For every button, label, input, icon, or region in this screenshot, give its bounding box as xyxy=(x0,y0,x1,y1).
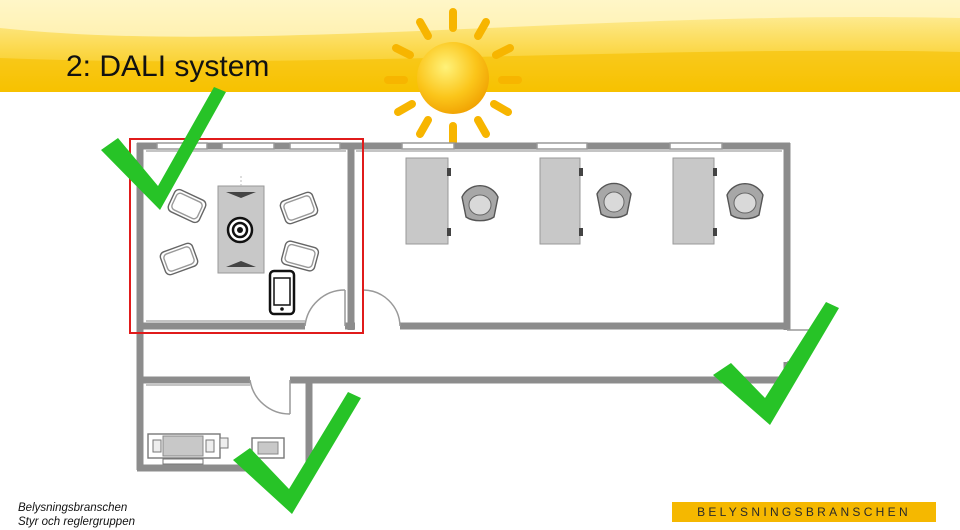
door-icon xyxy=(249,289,819,415)
slide-title: 2: DALI system xyxy=(66,50,270,83)
phone-icon xyxy=(268,269,296,316)
chair-icon xyxy=(159,188,320,276)
footer-org-line2: Styr och reglergruppen xyxy=(18,516,135,528)
small-room-furniture xyxy=(147,433,285,465)
check-mark-icon xyxy=(713,302,839,425)
desk-icon xyxy=(405,157,715,245)
sun-icon xyxy=(384,8,522,146)
office-chairs xyxy=(461,182,764,222)
check-mark-icon xyxy=(101,87,226,210)
brand-bar: BELYSNINGSBRANSCHEN xyxy=(672,502,936,522)
check-mark-icon xyxy=(233,392,361,514)
highlight-meeting-room xyxy=(129,138,364,334)
footer-org-line1: Belysningsbranschen xyxy=(18,502,128,514)
speaker-icon xyxy=(226,216,254,244)
meeting-table xyxy=(217,176,265,274)
footer-org: Belysningsbranschen Styr och reglergrupp… xyxy=(18,501,135,529)
